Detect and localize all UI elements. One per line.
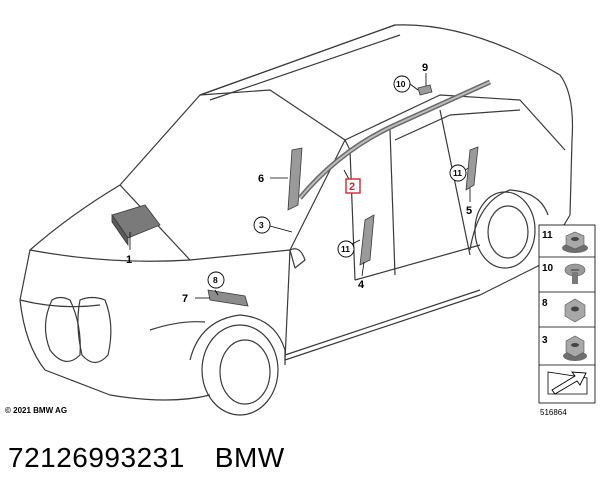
part-caption: 72126993231 BMW bbox=[8, 442, 285, 474]
callout-4: 4 bbox=[358, 279, 365, 291]
passenger-airbag-module bbox=[111, 204, 161, 247]
parts bbox=[111, 79, 492, 307]
screw-icon bbox=[564, 263, 586, 284]
callout-6: 6 bbox=[258, 173, 264, 185]
callout-9: 9 bbox=[422, 62, 428, 74]
callout-11-c-pillar: 11 bbox=[453, 168, 462, 178]
legend-label-3: 3 bbox=[542, 335, 548, 346]
copyright-notice: © 2021 BMW AG bbox=[5, 406, 68, 415]
fastener-legend: 11 10 8 3 bbox=[538, 224, 596, 404]
hex-nut-icon bbox=[564, 298, 586, 323]
legend-label-8: 8 bbox=[542, 298, 548, 309]
collar-nut-icon bbox=[563, 335, 587, 361]
callout-2: 2 bbox=[349, 181, 355, 193]
callout-7: 7 bbox=[182, 293, 188, 305]
flange-nut-icon bbox=[562, 231, 588, 253]
brand-name: BMW bbox=[214, 442, 285, 473]
diagram-number: 516864 bbox=[540, 408, 567, 417]
callout-10: 10 bbox=[396, 79, 406, 89]
legend-label-10: 10 bbox=[542, 263, 554, 274]
callout-1: 1 bbox=[126, 254, 132, 266]
c-pillar-airbag-cover bbox=[465, 146, 479, 191]
airbag-bracket bbox=[417, 84, 433, 96]
airbag-parts-diagram: 1 6 7 4 5 9 2 3 8 10 11 11 11 10 8 3 bbox=[19, 24, 596, 416]
a-pillar-airbag-cover bbox=[287, 147, 303, 211]
reference-arrow-icon bbox=[547, 371, 588, 395]
b-pillar-airbag-cover bbox=[359, 214, 375, 266]
circled-callouts bbox=[207, 75, 467, 289]
callout-5: 5 bbox=[466, 205, 472, 217]
callout-3: 3 bbox=[259, 220, 264, 230]
callout-11-b-pillar: 11 bbox=[341, 244, 350, 254]
legend-label-11: 11 bbox=[542, 230, 553, 241]
knee-airbag bbox=[207, 289, 249, 307]
part-number: 72126993231 bbox=[8, 442, 185, 473]
callout-8: 8 bbox=[213, 275, 218, 285]
callout-2-box bbox=[345, 178, 361, 194]
